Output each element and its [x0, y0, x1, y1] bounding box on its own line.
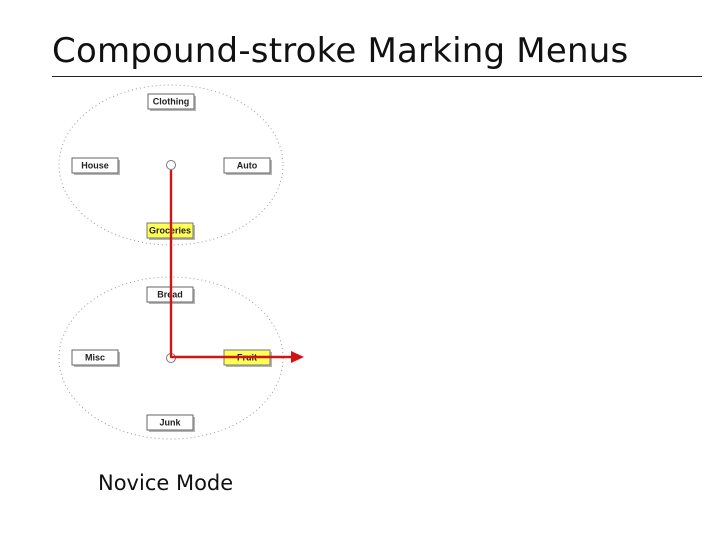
slide-title: Compound-stroke Marking Menus	[52, 31, 629, 71]
menu-item-clothing-label: Clothing	[153, 97, 190, 107]
stroke-path	[169, 170, 292, 359]
compound-stroke	[169, 170, 304, 363]
menu-item-clothing[interactable]: Clothing	[147, 93, 196, 111]
menu-item-misc-label: Misc	[85, 353, 105, 363]
menu-item-auto-label: Auto	[237, 161, 258, 171]
menu-item-junk-label: Junk	[159, 418, 181, 428]
top-menu-ring	[58, 84, 284, 246]
arrowhead-icon	[291, 351, 304, 363]
mode-caption: Novice Mode	[98, 471, 234, 495]
menu-item-misc[interactable]: Misc	[71, 349, 120, 367]
menu-item-junk[interactable]: Junk	[146, 414, 195, 432]
bottom-marking-menu: Bread Misc Fruit Junk	[58, 276, 284, 440]
menu-item-house[interactable]: House	[71, 157, 120, 175]
title-underline	[52, 76, 702, 77]
menu-item-house-label: House	[81, 161, 109, 171]
menu-item-auto[interactable]: Auto	[223, 157, 272, 175]
menu-item-fruit[interactable]: Fruit	[223, 349, 272, 367]
top-menu-center-icon	[166, 160, 176, 170]
